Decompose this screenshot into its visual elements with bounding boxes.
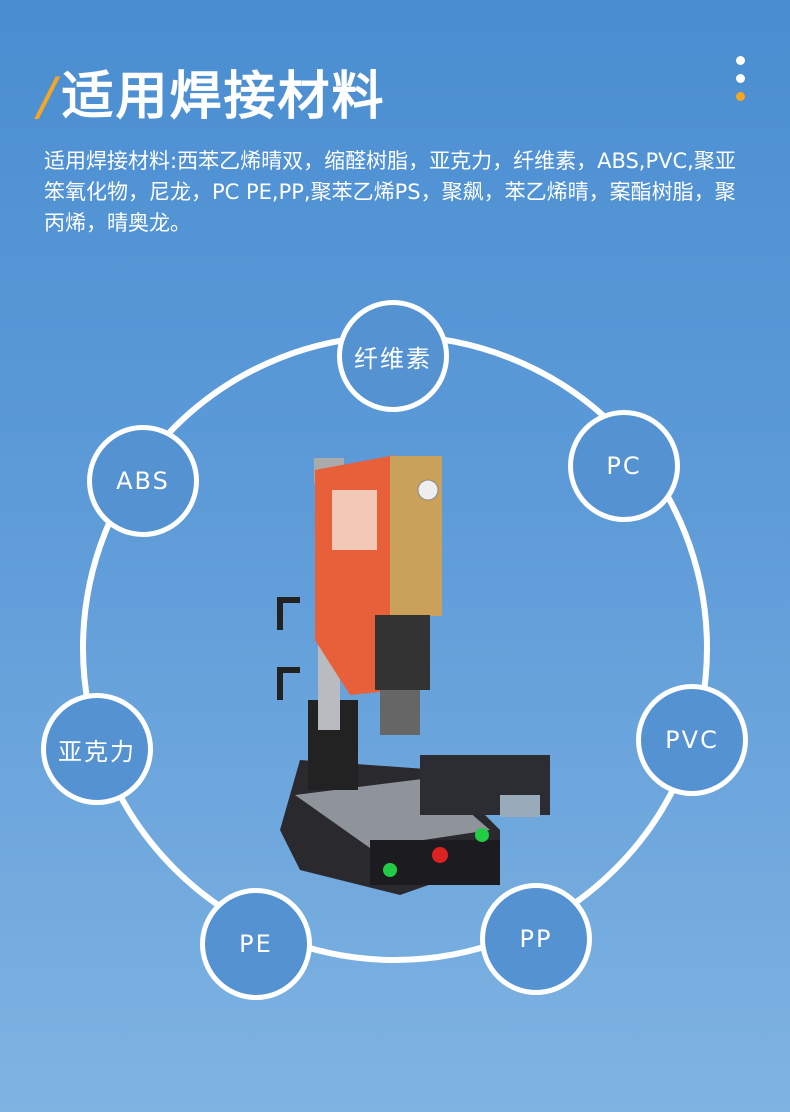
material-node-acrylic: 亚克力 — [41, 693, 153, 805]
material-label: PE — [239, 930, 273, 958]
materials-description: 适用焊接材料:西苯乙烯晴双，缩醛树脂，亚克力，纤维素，ABS,PVC,聚亚笨氧化… — [44, 149, 736, 235]
material-node-pvc: PVC — [636, 684, 748, 796]
material-label: 纤维素 — [354, 344, 432, 373]
more-dots-icon — [736, 56, 745, 110]
slash-accent: / — [38, 67, 58, 127]
material-node-abs: ABS — [87, 425, 199, 537]
material-label: PP — [519, 925, 553, 953]
page-title: /适用焊接材料 — [38, 62, 386, 132]
material-label: ABS — [116, 467, 170, 495]
material-label: 亚克力 — [58, 737, 136, 766]
title-text: 适用焊接材料 — [61, 67, 386, 127]
material-label: PC — [606, 452, 642, 480]
material-node-pc: PC — [568, 410, 680, 522]
material-node-cellulose: 纤维素 — [337, 300, 449, 412]
material-node-pe: PE — [200, 888, 312, 1000]
material-label: PVC — [665, 726, 719, 754]
welding-machine-image — [277, 455, 550, 895]
material-node-pp: PP — [480, 883, 592, 995]
